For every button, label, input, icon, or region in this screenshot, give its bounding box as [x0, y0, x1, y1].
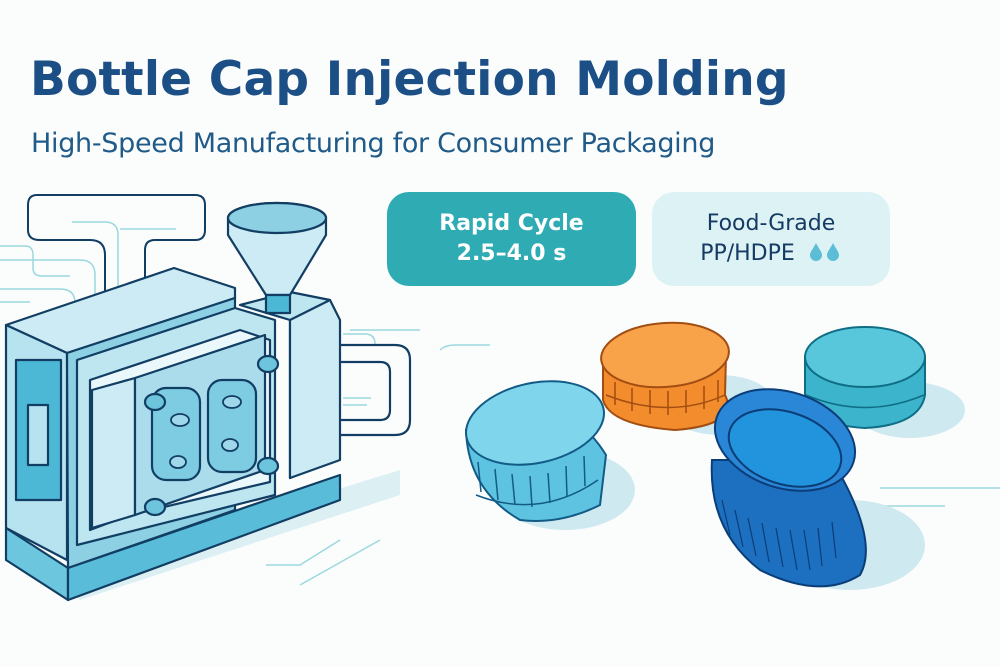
rapid-cycle-value: 2.5–4.0 s: [456, 241, 567, 266]
material-label: PP/HDPE: [700, 241, 795, 266]
food-grade-badge: Food-Grade PP/HDPE: [652, 192, 890, 286]
rapid-cycle-label: Rapid Cycle: [439, 211, 584, 236]
food-grade-label: Food-Grade: [706, 211, 836, 236]
blue-open-cap: [710, 388, 867, 588]
page-title: Bottle Cap Injection Molding: [30, 52, 789, 107]
material-label-row: PP/HDPE: [652, 239, 890, 269]
rapid-cycle-badge: Rapid Cycle 2.5–4.0 s: [387, 192, 636, 286]
light-blue-cap: [464, 380, 608, 522]
water-drops-icon: [809, 243, 839, 261]
teal-cap: [804, 326, 926, 430]
orange-cap: [600, 321, 730, 432]
page-subtitle: High-Speed Manufacturing for Consumer Pa…: [31, 128, 716, 159]
injection-molding-machine: [4, 201, 412, 602]
